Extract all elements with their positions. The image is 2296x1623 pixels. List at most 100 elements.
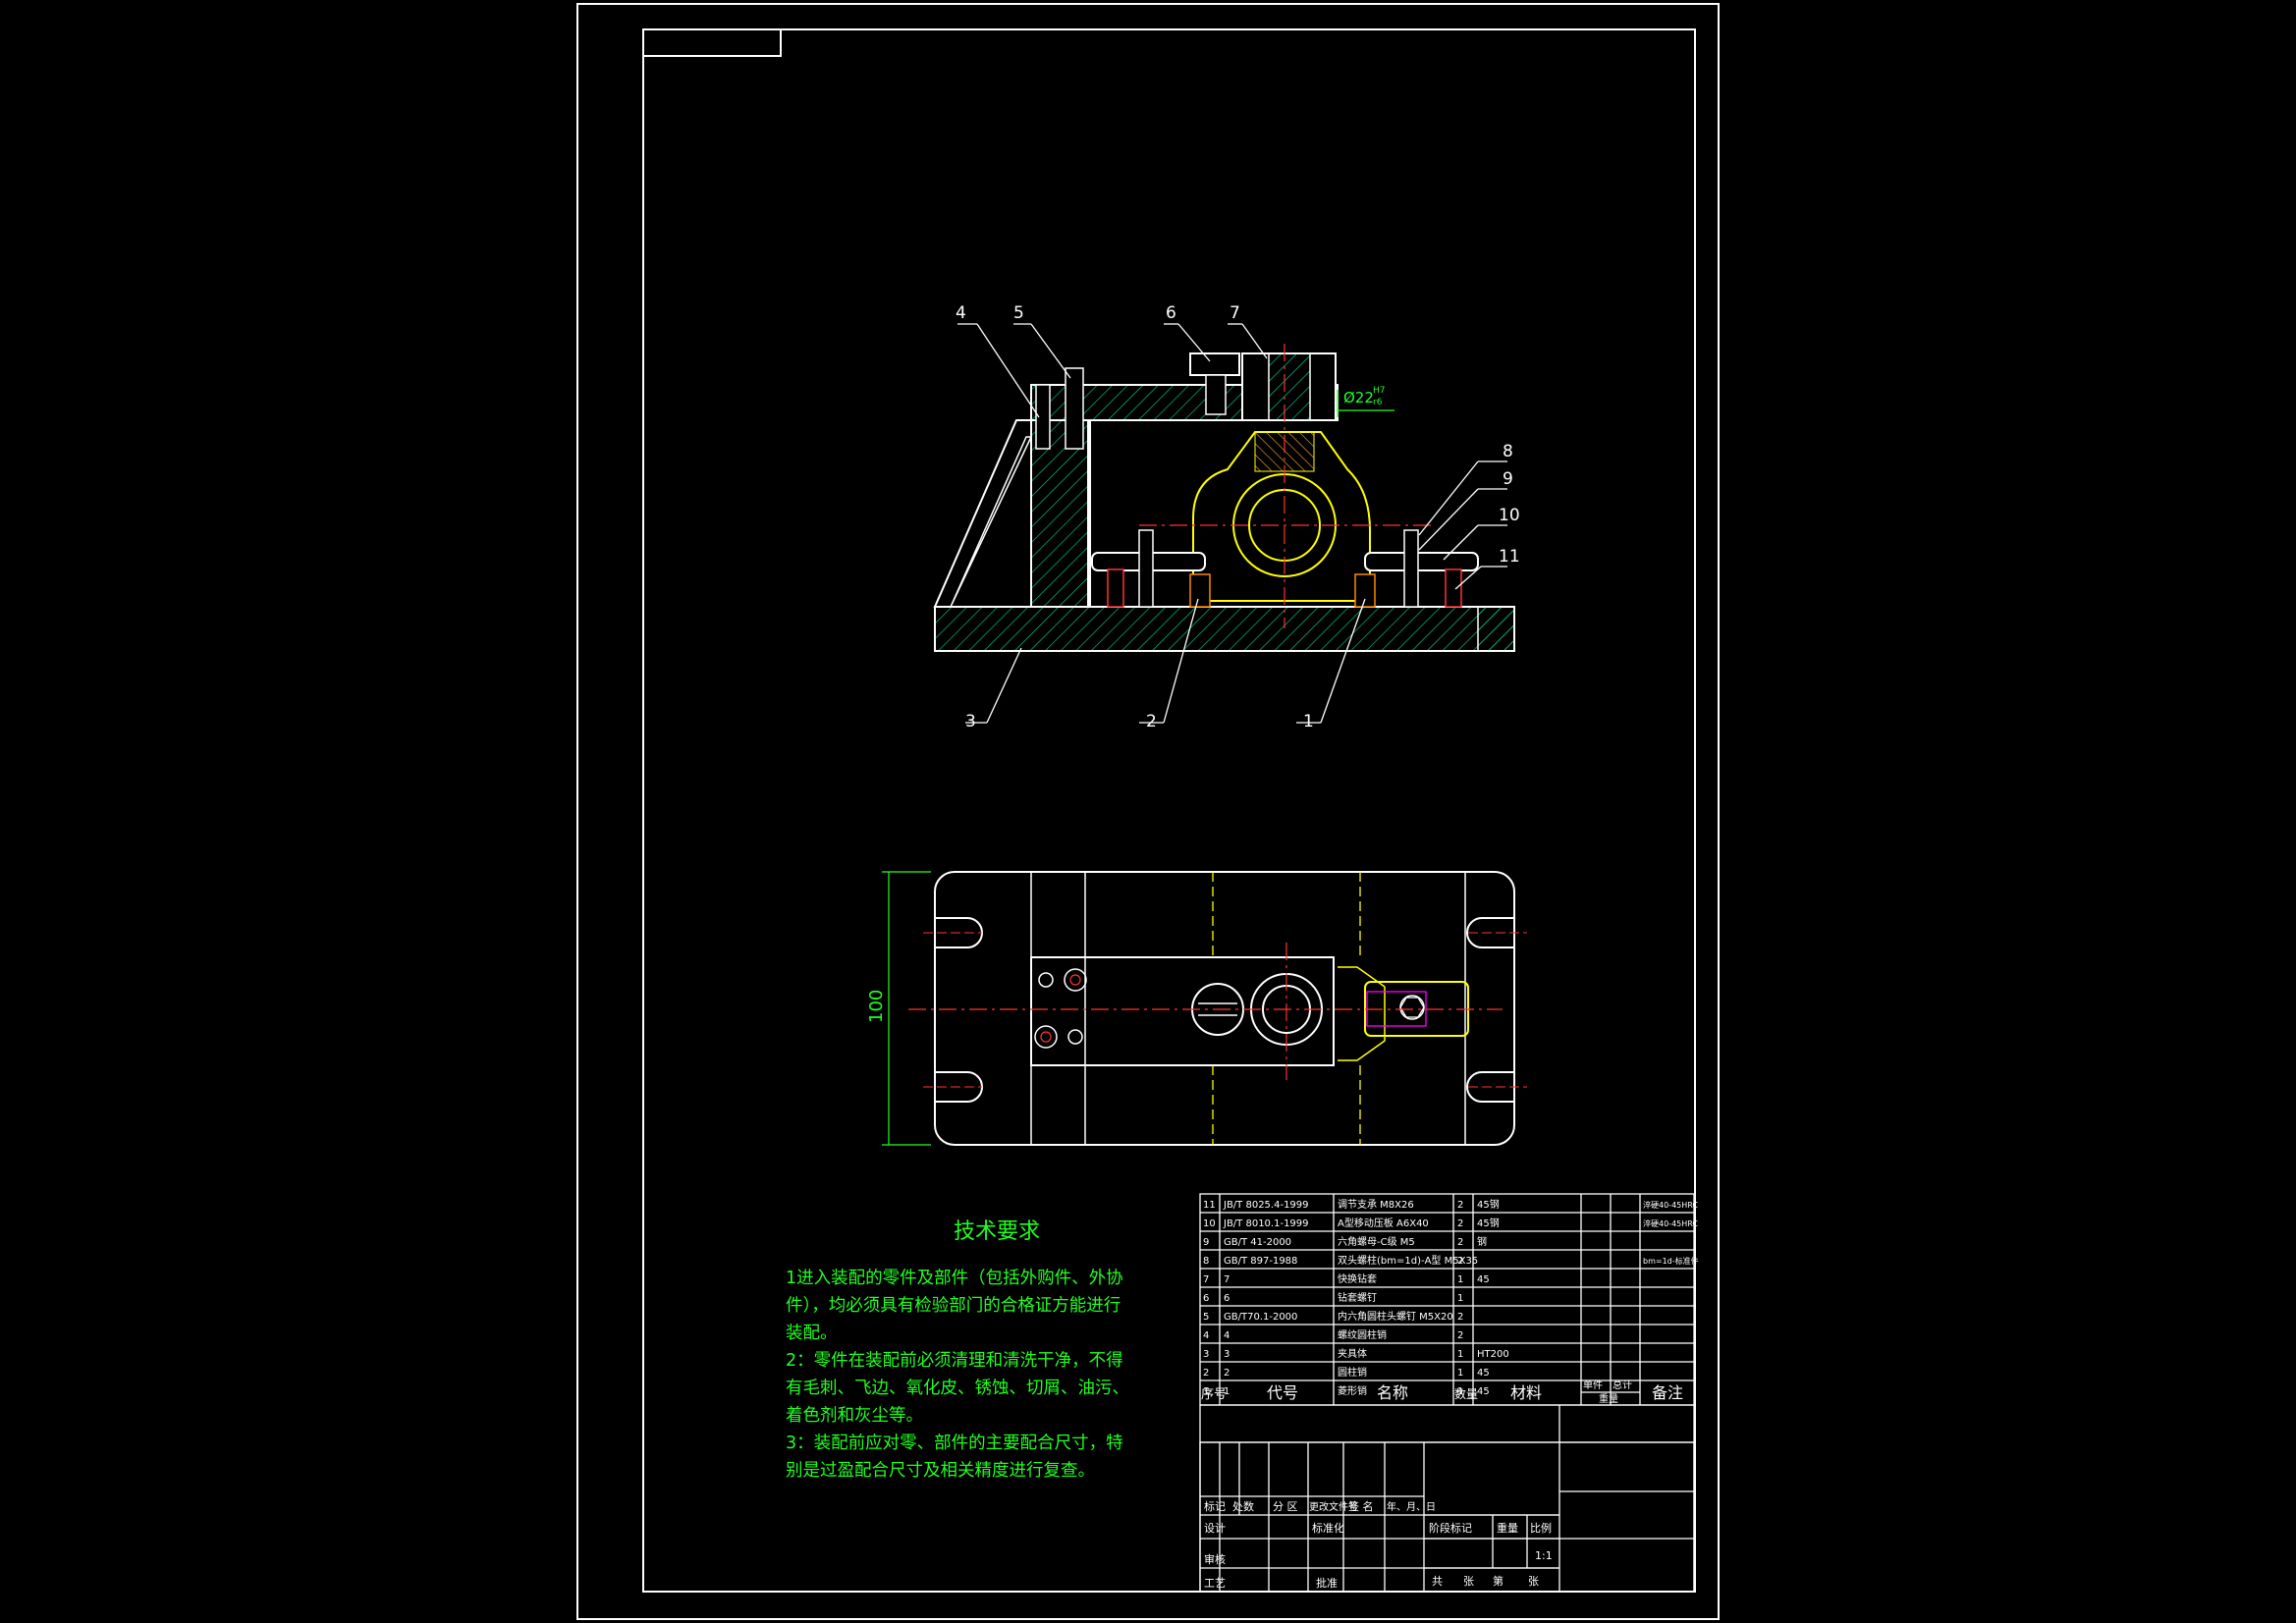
bom-header-single: 单件 — [1583, 1380, 1603, 1391]
bom-cell-name: 六角螺母-C级 M5 — [1338, 1236, 1415, 1248]
bom-cell-name: 螺纹圆柱销 — [1338, 1328, 1387, 1341]
callout-6: 6 — [1166, 303, 1176, 323]
bom-cell-name: 双头螺柱(bm=1d)-A型 M5X35 — [1338, 1254, 1478, 1267]
bom-cell-no: 3 — [1203, 1349, 1209, 1360]
drill-bush-inner — [1268, 352, 1311, 421]
tech-line: 件），均必须具有检验部门的合格证方能进行 — [786, 1296, 1121, 1316]
bom-cell-material: 45 — [1477, 1274, 1490, 1285]
pin-right — [1354, 573, 1376, 608]
bom-cell-name: 快换钻套 — [1338, 1272, 1377, 1285]
bom-cell-code: 1 — [1224, 1386, 1230, 1397]
tb-scale-value: 1:1 — [1535, 1549, 1553, 1562]
callout-9: 9 — [1503, 469, 1513, 489]
bom-cell-material: 45钢 — [1477, 1217, 1500, 1229]
bom-cell-code: GB/T70.1-2000 — [1224, 1312, 1297, 1323]
bom-cell-qty: 1 — [1457, 1293, 1463, 1304]
bom-cell-no: 2 — [1203, 1368, 1209, 1379]
tb-scale: 比例 — [1530, 1521, 1552, 1535]
callout-3: 3 — [965, 712, 976, 731]
bom-cell-no: 5 — [1203, 1312, 1209, 1323]
bom-header-note: 备注 — [1652, 1383, 1683, 1402]
bom-cell-name: 调节支承 M8X26 — [1338, 1199, 1414, 1211]
pin-left — [1189, 573, 1211, 608]
workpiece — [1192, 431, 1371, 602]
tb-page: 第 — [1493, 1574, 1503, 1588]
outer-frame — [576, 3, 1720, 1620]
fit-dim-lower: r6 — [1373, 398, 1383, 407]
bom-cell-code: 3 — [1224, 1349, 1230, 1360]
bom-header-code: 代号 — [1267, 1383, 1298, 1402]
bom-cell-note: 淬硬40-45HRC — [1643, 1218, 1698, 1228]
bom-cell-qty: 2 — [1457, 1237, 1463, 1248]
bom-cell-note: bm=1d-标准件 — [1643, 1256, 1699, 1266]
bom-cell-code: 6 — [1224, 1293, 1230, 1304]
tb-sheets: 张 — [1463, 1575, 1474, 1588]
bom-table — [1199, 1193, 1695, 1406]
tb-date: 年、月、日 — [1387, 1500, 1436, 1513]
tech-line: 别是过盈配合尺寸及相关精度进行复查。 — [786, 1461, 1095, 1481]
slot-br — [1466, 1071, 1514, 1103]
bom-cell-no: 7 — [1203, 1274, 1209, 1285]
bom-cell-qty: 2 — [1457, 1256, 1463, 1267]
slot-tr — [1466, 917, 1514, 948]
section-view: 4 5 6 7 8 9 10 11 3 2 1 Ø22 H7 r6 — [933, 303, 1520, 731]
callout-2: 2 — [1146, 712, 1157, 731]
bom-cell-qty: 2 — [1457, 1218, 1463, 1229]
title-block — [1199, 1405, 1695, 1593]
bom-cell-code: JB/T 8025.4-1999 — [1223, 1200, 1309, 1211]
bom-cell-material: 45 — [1477, 1368, 1490, 1379]
screw-5 — [1065, 367, 1084, 450]
tb-review: 审核 — [1204, 1552, 1226, 1566]
tech-line: 着色剂和灰尘等。 — [786, 1406, 923, 1426]
tb-process: 工艺 — [1204, 1577, 1226, 1590]
tb-zone: 分 区 — [1273, 1500, 1298, 1513]
bom-cell-name: 内六角圆柱头螺钉 M5X20 — [1338, 1310, 1453, 1323]
bom-cell-qty: 2 — [1457, 1330, 1463, 1341]
bom-cell-code: GB/T 897-1988 — [1224, 1256, 1297, 1267]
bom-cell-code: JB/T 8010.1-1999 — [1223, 1218, 1309, 1229]
bom-cell-qty: 2 — [1457, 1200, 1463, 1211]
callout-7: 7 — [1230, 303, 1240, 323]
bom-cell-name: 圆柱销 — [1338, 1366, 1367, 1379]
bom-cell-material: HT200 — [1477, 1349, 1509, 1360]
bom-header-name: 名称 — [1377, 1383, 1408, 1402]
tech-requirements: 技术要求 1进入装配的零件及部件（包括外购件、外协 件），均必须具有检验部门的合… — [786, 1214, 1169, 1485]
bom-header-no: 序号 — [1201, 1387, 1227, 1402]
tb-standard: 标准化 — [1312, 1521, 1344, 1535]
top-drill-plate — [1030, 956, 1335, 1066]
callout-11: 11 — [1499, 547, 1520, 567]
tb-approve: 批准 — [1316, 1576, 1338, 1590]
screw-4 — [1035, 384, 1051, 450]
right-block — [1477, 606, 1515, 652]
bom-cell-name: 菱形销 — [1338, 1384, 1367, 1397]
tb-total: 共 — [1432, 1575, 1443, 1588]
bom-cell-code: 2 — [1224, 1368, 1230, 1379]
tb-weight: 重量 — [1497, 1521, 1518, 1535]
callout-1: 1 — [1303, 712, 1314, 731]
bom-cell-no: 6 — [1203, 1293, 1209, 1304]
fit-dim-prefix: Ø22 — [1343, 389, 1374, 406]
stud-right — [1403, 529, 1419, 608]
bom-cell-material: 钢 — [1477, 1235, 1487, 1248]
support-right — [1445, 568, 1462, 608]
fit-dim-upper: H7 — [1373, 386, 1386, 396]
bom-cell-qty: 1 — [1457, 1349, 1463, 1360]
tb-design: 设计 — [1204, 1522, 1226, 1535]
bom-cell-no: 10 — [1203, 1218, 1216, 1229]
callout-5: 5 — [1013, 303, 1024, 323]
column — [1030, 419, 1089, 608]
tb-mark: 标记 — [1204, 1499, 1226, 1513]
bom-header-weight: 重量 — [1599, 1392, 1618, 1405]
bom-header-qty: 数量 — [1454, 1386, 1478, 1401]
bush-screw — [1205, 374, 1227, 415]
bom-cell-note: 淬硬40-45HRC — [1643, 1200, 1698, 1210]
bom-cell-name: 夹具体 — [1338, 1347, 1367, 1360]
tech-title: 技术要求 — [953, 1219, 1040, 1244]
tech-line: 3：装配前应对零、部件的主要配合尺寸，特 — [786, 1434, 1123, 1453]
bom-cell-name: A型移动压板 A6X40 — [1338, 1217, 1429, 1229]
tech-line: 2：零件在装配前必须清理和清洗干净，不得 — [786, 1351, 1123, 1371]
stud-left — [1138, 529, 1154, 608]
bom-header-material: 材料 — [1510, 1383, 1542, 1402]
bom-cell-no: 9 — [1203, 1237, 1209, 1248]
tb-stage: 阶段标记 — [1429, 1521, 1472, 1535]
